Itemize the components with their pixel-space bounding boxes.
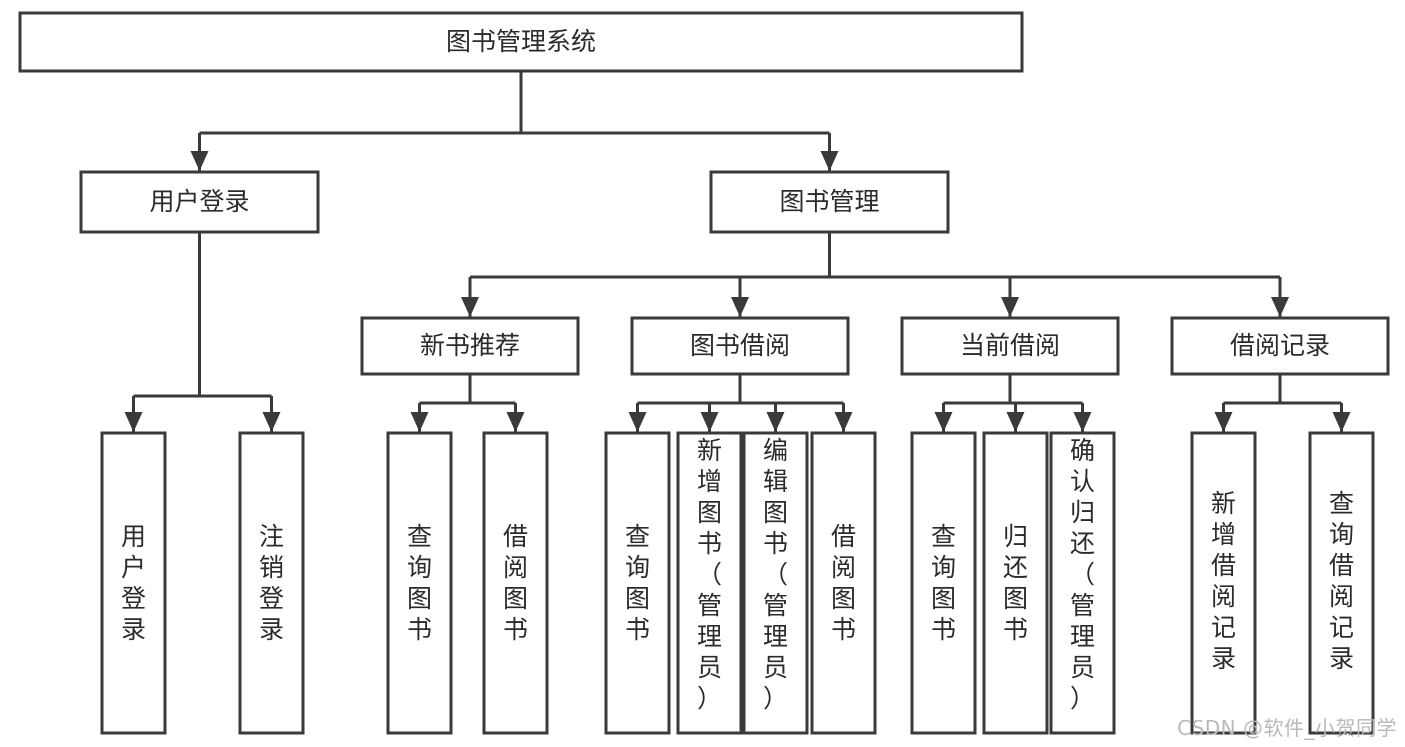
connector-lines-group — [124, 71, 1351, 432]
arrow-head-icon — [700, 412, 719, 432]
node-leaf-9[interactable]: 归还图书 — [982, 431, 1049, 735]
node-leaf-3[interactable]: 借阅图书 — [482, 431, 549, 735]
node-label: 编辑图书（管理员） — [763, 436, 788, 713]
node-label: 查询借阅记录 — [1329, 489, 1354, 673]
node-l3-1[interactable]: 图书借阅 — [630, 316, 850, 376]
node-leaf-0[interactable]: 用户登录 — [100, 431, 167, 735]
node-box-rect — [604, 431, 671, 735]
node-label: 用户登录 — [149, 187, 249, 216]
node-root-0[interactable]: 图书管理系统 — [18, 11, 1024, 73]
node-l3-2[interactable]: 当前借阅 — [900, 316, 1120, 376]
node-label: 借阅图书 — [503, 522, 528, 644]
arrow-head-icon — [262, 412, 281, 432]
node-box-rect — [386, 431, 453, 735]
node-box-rect — [676, 431, 743, 735]
node-leaf-7[interactable]: 借阅图书 — [810, 431, 877, 735]
node-leaf-1[interactable]: 注销登录 — [238, 431, 305, 735]
arrow-head-icon — [834, 412, 853, 432]
arrow-head-icon — [1073, 412, 1092, 432]
node-box-rect — [630, 316, 850, 376]
arrow-head-icon — [628, 412, 647, 432]
arrow-head-icon — [731, 297, 749, 317]
node-label: 图书管理系统 — [446, 27, 596, 56]
arrow-head-icon — [1001, 297, 1019, 317]
arrow-head-icon — [1214, 412, 1233, 432]
node-box-rect — [900, 316, 1120, 376]
node-label: 新书推荐 — [420, 331, 520, 360]
arrow-head-icon — [766, 412, 785, 432]
node-leaf-10[interactable]: 确认归还（管理员） — [1049, 431, 1116, 735]
node-leaf-4[interactable]: 查询图书 — [604, 431, 671, 735]
node-leaf-6[interactable]: 编辑图书（管理员） — [742, 431, 809, 735]
node-box-rect — [79, 170, 320, 234]
node-leaf-12[interactable]: 查询借阅记录 — [1308, 431, 1375, 735]
node-l3-3[interactable]: 借阅记录 — [1170, 316, 1390, 376]
node-box-rect — [1190, 431, 1257, 735]
node-label: 归还图书 — [1003, 522, 1028, 644]
arrow-head-icon — [934, 412, 953, 432]
arrow-head-icon — [190, 151, 209, 171]
arrow-head-icon — [820, 151, 839, 171]
node-box-rect — [100, 431, 167, 735]
arrow-head-icon — [1332, 412, 1351, 432]
node-box-rect — [742, 431, 809, 735]
node-leaf-2[interactable]: 查询图书 — [386, 431, 453, 735]
csdn-watermark: CSDN @软件_小贺同学 — [1177, 716, 1397, 740]
node-label: 查询图书 — [407, 522, 432, 644]
arrow-head-icon — [124, 412, 143, 432]
node-l2-1[interactable]: 图书管理 — [709, 170, 950, 234]
node-label: 确认归还（管理员） — [1070, 436, 1095, 713]
node-box-rect — [1170, 316, 1390, 376]
node-box-rect — [910, 431, 977, 735]
node-label: 用户登录 — [121, 522, 146, 644]
node-box-rect — [482, 431, 549, 735]
node-label: 借阅图书 — [831, 522, 856, 644]
node-box-rect — [810, 431, 877, 735]
arrow-head-icon — [410, 412, 429, 432]
node-label: 查询图书 — [931, 522, 956, 644]
node-box-rect — [238, 431, 305, 735]
node-box-rect — [18, 11, 1024, 73]
node-label: 图书管理 — [779, 187, 879, 216]
node-box-rect — [709, 170, 950, 234]
node-leaf-8[interactable]: 查询图书 — [910, 431, 977, 735]
node-label: 新增借阅记录 — [1211, 489, 1236, 673]
arrow-head-icon — [1271, 297, 1289, 317]
node-label: 查询图书 — [625, 522, 650, 644]
node-box-rect — [982, 431, 1049, 735]
node-leaf-5[interactable]: 新增图书（管理员） — [676, 431, 743, 735]
node-boxes-group: 图书管理系统用户登录图书管理新书推荐图书借阅当前借阅借阅记录用户登录注销登录查询… — [18, 11, 1390, 735]
arrow-head-icon — [506, 412, 525, 432]
node-l2-0[interactable]: 用户登录 — [79, 170, 320, 234]
node-box-rect — [1308, 431, 1375, 735]
node-box-rect — [360, 316, 580, 376]
arrow-head-icon — [1006, 412, 1025, 432]
node-label: 当前借阅 — [960, 331, 1060, 360]
node-label: 注销登录 — [259, 522, 284, 644]
node-label: 借阅记录 — [1230, 331, 1330, 360]
node-box-rect — [1049, 431, 1116, 735]
node-l3-0[interactable]: 新书推荐 — [360, 316, 580, 376]
node-label: 图书借阅 — [690, 331, 790, 360]
node-leaf-11[interactable]: 新增借阅记录 — [1190, 431, 1257, 735]
node-label: 新增图书（管理员） — [697, 436, 722, 713]
arrow-head-icon — [461, 297, 479, 317]
